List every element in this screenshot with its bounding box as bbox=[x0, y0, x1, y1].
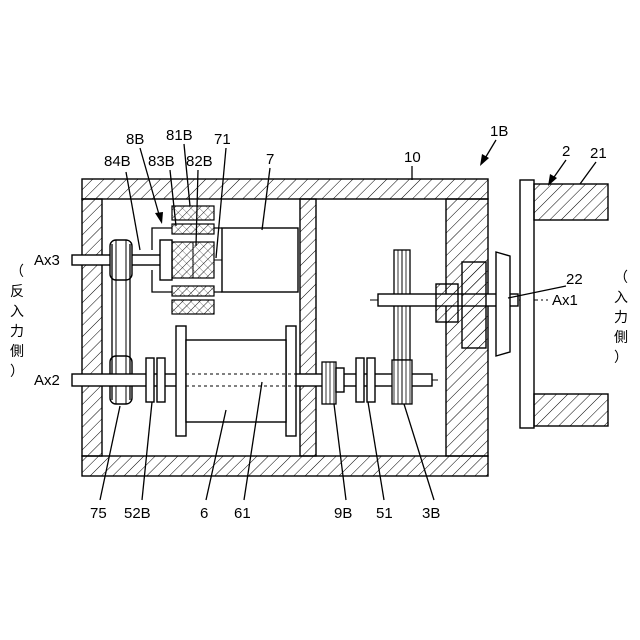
label-21: 21 bbox=[590, 145, 607, 162]
label-Ax1: Ax1 bbox=[552, 292, 578, 309]
label-84B: 84B bbox=[104, 153, 131, 170]
label-71: 71 bbox=[214, 131, 231, 148]
label-10: 10 bbox=[404, 149, 421, 166]
side-left-0: （ bbox=[10, 264, 24, 280]
label-Ax3: Ax3 bbox=[34, 252, 60, 269]
label-82B: 82B bbox=[186, 153, 213, 170]
label-2: 2 bbox=[562, 143, 570, 160]
side-right-3: 側 bbox=[614, 330, 628, 346]
part-81B-top bbox=[172, 206, 214, 220]
label-75: 75 bbox=[90, 505, 107, 522]
label-7: 7 bbox=[266, 151, 274, 168]
drum-body bbox=[186, 340, 286, 422]
seal-block bbox=[462, 262, 486, 348]
label-8B: 8B bbox=[126, 131, 144, 148]
housing-top-wall bbox=[82, 179, 488, 199]
side-left-4: 側 bbox=[10, 344, 24, 360]
arm-21-bottom bbox=[534, 394, 608, 426]
label-52B: 52B bbox=[124, 505, 151, 522]
side-left-3: 力 bbox=[10, 324, 24, 340]
label-61: 61 bbox=[234, 505, 251, 522]
gear-3B bbox=[392, 250, 412, 404]
side-label-right: （ 入 力 側 ） bbox=[614, 270, 628, 366]
side-left-2: 入 bbox=[10, 304, 24, 320]
label-9B: 9B bbox=[334, 505, 352, 522]
motor-7 bbox=[222, 228, 298, 292]
drum-6 bbox=[176, 326, 300, 436]
gear-9B bbox=[322, 362, 344, 404]
arm-21-top bbox=[534, 184, 608, 220]
housing-bottom-wall bbox=[82, 456, 488, 476]
part-83B-top bbox=[172, 224, 214, 234]
input-plate bbox=[520, 180, 534, 428]
side-right-2: 力 bbox=[614, 310, 628, 326]
housing-partition-wall bbox=[300, 199, 316, 456]
label-1B: 1B bbox=[490, 123, 508, 140]
part-83B-bottom bbox=[172, 286, 214, 296]
pulley-ax3 bbox=[110, 240, 132, 280]
label-6: 6 bbox=[200, 505, 208, 522]
side-left-1: 反 bbox=[10, 284, 24, 300]
label-81B: 81B bbox=[166, 127, 193, 144]
drum-flange-left bbox=[176, 326, 186, 436]
side-right-1: 入 bbox=[614, 290, 628, 306]
hub-84B bbox=[160, 240, 172, 280]
housing bbox=[82, 179, 488, 476]
housing-left-wall bbox=[82, 199, 102, 456]
label-22: 22 bbox=[566, 271, 583, 288]
label-83B: 83B bbox=[148, 153, 175, 170]
flange-plate bbox=[496, 252, 510, 356]
side-right-0: （ bbox=[614, 270, 628, 286]
label-51: 51 bbox=[376, 505, 393, 522]
side-right-4: ） bbox=[614, 350, 628, 366]
label-3B: 3B bbox=[422, 505, 440, 522]
part-81B-bottom bbox=[172, 300, 214, 314]
side-label-left: （ 反 入 力 側 ） bbox=[10, 264, 24, 380]
drum-flange-right bbox=[286, 326, 296, 436]
side-left-5: ） bbox=[10, 364, 24, 380]
coupling bbox=[436, 284, 458, 322]
label-Ax2: Ax2 bbox=[34, 372, 60, 389]
brake-assembly-8B bbox=[160, 206, 214, 314]
